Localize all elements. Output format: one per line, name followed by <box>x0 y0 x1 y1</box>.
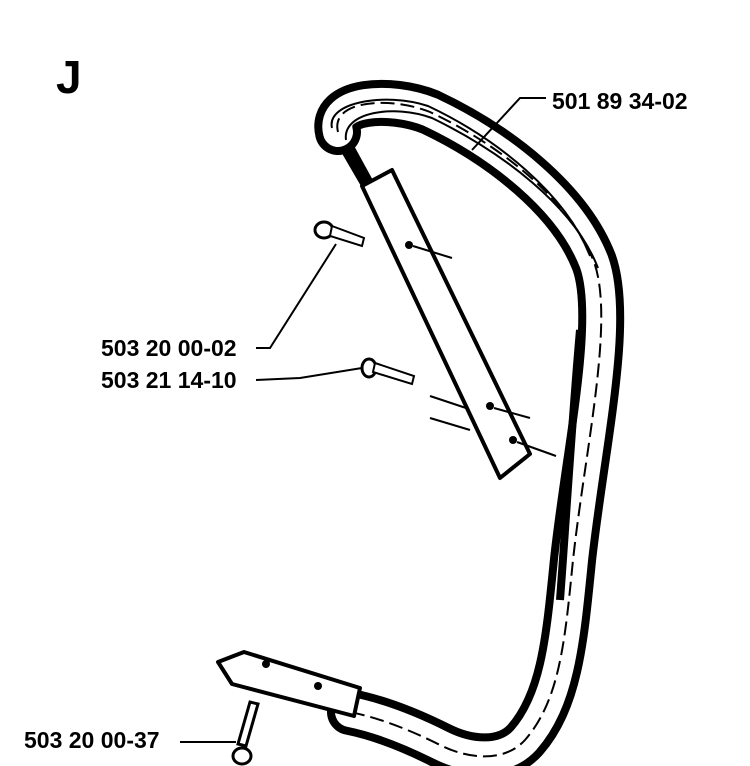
bracket-hole <box>405 241 413 249</box>
bracket-hole <box>314 682 322 690</box>
leader-line <box>471 97 546 151</box>
front-handle <box>314 79 625 766</box>
bracket-hole <box>486 402 494 410</box>
screw-lower <box>231 700 260 766</box>
part-number-label: 503 20 00-37 <box>24 727 160 753</box>
leader-line <box>256 243 337 349</box>
screw-upper <box>313 220 366 248</box>
part-number-label: 503 21 14-10 <box>101 367 237 393</box>
leader-line <box>255 367 363 381</box>
bracket-hole <box>262 660 270 668</box>
section-letter: J <box>56 51 82 103</box>
part-number-label: 501 89 34-02 <box>552 88 688 114</box>
bracket-hole <box>509 436 517 444</box>
screw-middle <box>360 357 416 386</box>
upper-bracket <box>360 168 557 480</box>
part-number-label: 503 20 00-02 <box>101 335 237 361</box>
lower-bracket <box>216 650 362 718</box>
